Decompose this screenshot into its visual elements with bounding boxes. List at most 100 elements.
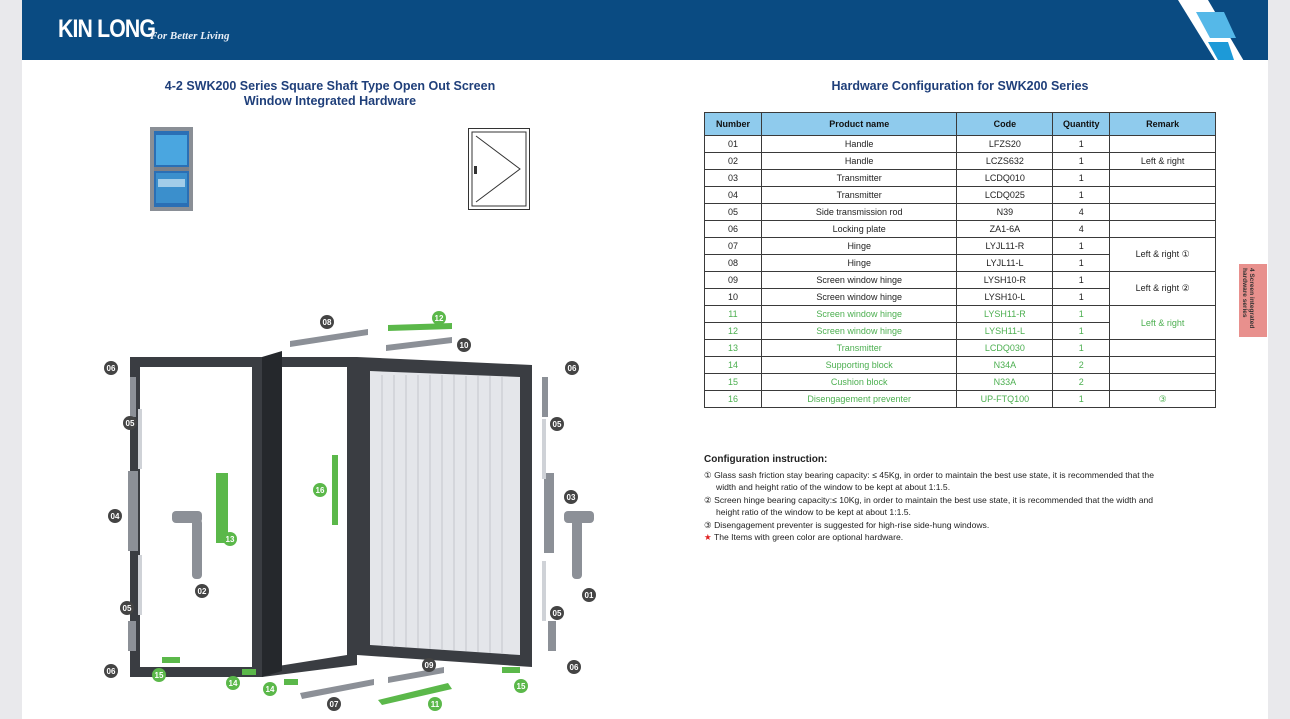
side-tab[interactable]: 4 Screen integrated hardware series	[1239, 264, 1267, 337]
config-note: ★ The Items with green color are optiona…	[704, 531, 1204, 544]
cell-qty: 2	[1052, 356, 1111, 374]
cell-code: LCDQ025	[956, 186, 1054, 204]
col-code: Code	[956, 112, 1054, 136]
label-06a: 06	[107, 364, 116, 373]
cell-qty: 1	[1052, 135, 1111, 153]
cell-name: Disengagement preventer	[760, 390, 958, 408]
cell-name: Transmitter	[760, 186, 958, 204]
cell-number: 14	[704, 356, 762, 374]
label-05c: 05	[123, 604, 132, 613]
label-06d: 06	[570, 663, 579, 672]
label-03: 03	[567, 493, 576, 502]
cell-qty: 1	[1052, 169, 1111, 187]
section-title: 4-2 SWK200 Series Square Shaft Type Open…	[164, 79, 496, 108]
header-bar: KIN LONG For Better Living	[22, 0, 1268, 68]
col-remark: Remark	[1109, 112, 1216, 136]
label-09: 09	[425, 661, 434, 670]
cell-number: 02	[704, 152, 762, 170]
hardware-table: Number Product name Code Quantity Remark…	[704, 112, 1216, 408]
cell-qty: 1	[1052, 186, 1111, 204]
cell-number: 10	[704, 288, 762, 306]
cell-number: 09	[704, 271, 762, 289]
config-line: The Items with green color are optional …	[713, 532, 904, 542]
cell-name: Hinge	[760, 254, 958, 272]
label-12: 12	[435, 314, 444, 323]
cell-code: LYSH10-R	[956, 271, 1054, 289]
cell-number: 11	[704, 305, 762, 323]
cell-code: N33A	[956, 373, 1054, 391]
cell-code: LYSH11-R	[956, 305, 1054, 323]
cell-code: LCDQ010	[956, 169, 1054, 187]
cell-code: LYSH11-L	[956, 322, 1054, 340]
cell-qty: 1	[1052, 305, 1111, 323]
cell-number: 15	[704, 373, 762, 391]
cell-name: Screen window hinge	[760, 305, 958, 323]
cell-name: Supporting block	[760, 356, 958, 374]
cell-code: LYJL11-R	[956, 237, 1054, 255]
cell-number: 01	[704, 135, 762, 153]
cell-code: LYJL11-L	[956, 254, 1054, 272]
label-14b: 14	[266, 685, 275, 694]
cell-remark: Left & right ②	[1109, 271, 1216, 306]
cell-remark	[1109, 220, 1216, 238]
header-decoration	[1178, 0, 1248, 68]
cell-number: 12	[704, 322, 762, 340]
cell-code: LFZS20	[956, 135, 1054, 153]
cell-qty: 1	[1052, 339, 1111, 357]
cell-number: 05	[704, 203, 762, 221]
cell-remark: ③	[1109, 390, 1216, 408]
label-10: 10	[460, 341, 469, 350]
label-06b: 06	[568, 364, 577, 373]
cell-qty: 1	[1052, 322, 1111, 340]
window-photo	[150, 127, 193, 211]
cell-qty: 1	[1052, 237, 1111, 255]
config-line: ① Glass sash friction stay bearing capac…	[704, 469, 1154, 480]
cell-qty: 1	[1052, 254, 1111, 272]
cell-remark	[1109, 356, 1216, 374]
brand-tagline: For Better Living	[150, 30, 230, 42]
configuration-instruction: Configuration instruction: ① Glass sash …	[704, 454, 1204, 544]
cell-remark	[1109, 339, 1216, 357]
cell-qty: 1	[1052, 390, 1111, 408]
label-13: 13	[226, 535, 235, 544]
cell-remark	[1109, 203, 1216, 221]
config-heading: Configuration instruction:	[704, 454, 828, 465]
cell-number: 16	[704, 390, 762, 408]
label-15a: 15	[155, 671, 164, 680]
cell-name: Transmitter	[760, 339, 958, 357]
cell-remark	[1109, 169, 1216, 187]
label-05b: 05	[553, 420, 562, 429]
cell-qty: 4	[1052, 203, 1111, 221]
col-product-name: Product name	[760, 112, 958, 136]
label-05a: 05	[126, 419, 135, 428]
star-icon: ★	[704, 532, 712, 542]
cell-name: Screen window hinge	[760, 271, 958, 289]
brand-logo: KIN LONG	[58, 15, 156, 43]
cell-name: Cushion block	[760, 373, 958, 391]
cell-number: 08	[704, 254, 762, 272]
cell-remark: Left & right	[1109, 152, 1216, 170]
cell-code: LYSH10-L	[956, 288, 1054, 306]
label-07: 07	[330, 700, 339, 709]
table-title: Hardware Configuration for SWK200 Series	[831, 79, 1089, 93]
label-01: 01	[585, 591, 594, 600]
cell-name: Side transmission rod	[760, 203, 958, 221]
label-16: 16	[316, 486, 325, 495]
label-06c: 06	[107, 667, 116, 676]
cell-name: Handle	[760, 152, 958, 170]
col-quantity: Quantity	[1052, 112, 1111, 136]
cell-qty: 1	[1052, 271, 1111, 289]
cell-qty: 2	[1052, 373, 1111, 391]
cell-number: 07	[704, 237, 762, 255]
cell-name: Screen window hinge	[760, 322, 958, 340]
